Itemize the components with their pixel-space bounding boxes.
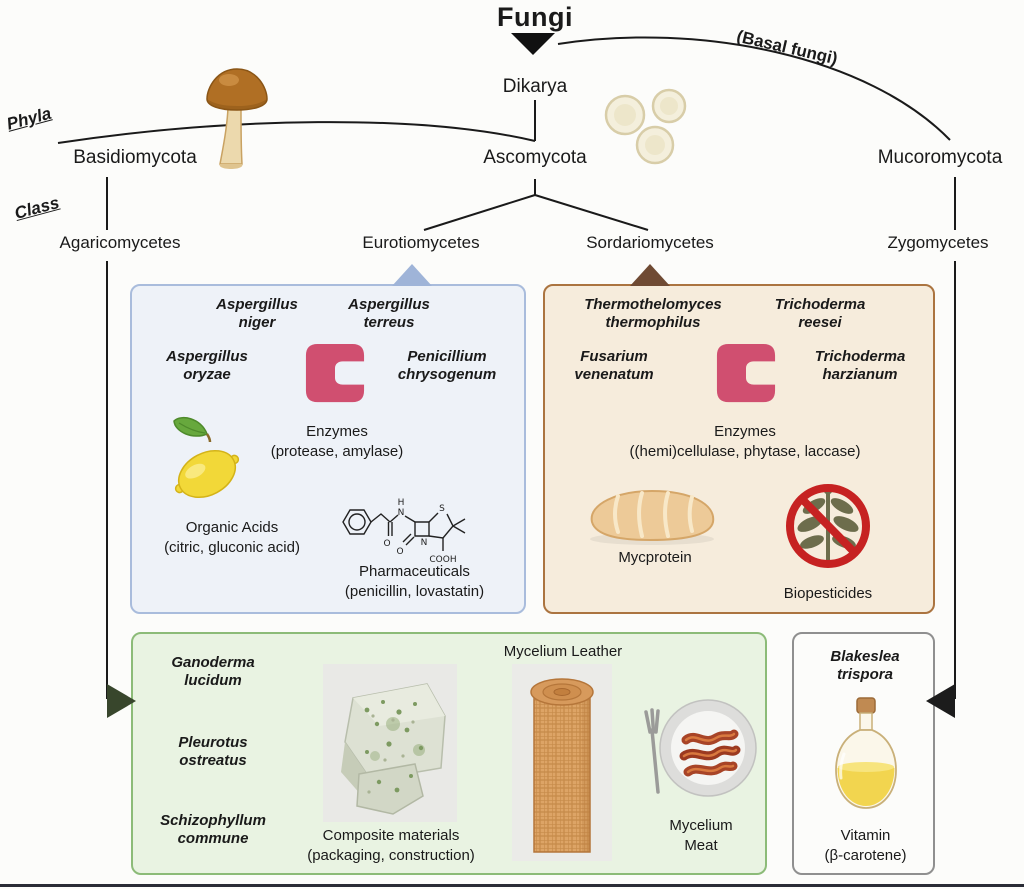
enzymes-caption-label: Enzymes [306,423,368,440]
vitamin-caption: Vitamin (β-carotene) [800,826,931,865]
species-thermothelomyces-thermophilus: Thermothelomyces thermophilus [584,296,722,332]
mycoprotein-caption: Mycprotein [618,549,692,566]
phylum-mucoromycota: Mucoromycota [877,147,1003,168]
mushroom-icon [206,68,268,169]
biopesticides-caption: Biopesticides [783,585,873,602]
species-aspergillus-terreus: Aspergillus terreus [348,296,430,332]
species-pleurotus-ostreatus: Pleurotus ostreatus [178,734,248,770]
composite-caption: Composite materials (packaging, construc… [285,826,497,865]
mycelium-leather-image [512,664,612,861]
no-biopesticide-icon [786,484,870,568]
penicillin-atom-cooh: COOH [429,555,456,565]
composite-label: Composite materials [322,827,460,844]
page-title: Fungi [497,2,573,32]
species-ganoderma-lucidum: Ganoderma lucidum [171,654,255,690]
sordariomycetes-branch-line [534,194,649,231]
species-trichoderma-reesei: Trichoderma reesei [774,296,866,332]
carotene-bottle-icon [835,697,897,809]
organic-acids-caption: Organic Acids (citric, gluconic acid) [132,518,332,557]
enzyme-icon [305,343,365,403]
phylum-ascomycota: Ascomycota [483,147,587,168]
class-sordariomycetes: Sordariomycetes [586,233,714,252]
penicillin-atom-s: S [439,504,445,514]
phylum-basidiomycota: Basidiomycota [73,147,197,168]
root-arrow [511,33,555,55]
eurotiomycetes-box: Aspergillus niger Aspergillus terreus As… [130,284,526,614]
species-penicillium-chrysogenum: Penicillium chrysogenum [397,348,497,384]
basal-fungi-branch-line [557,36,951,141]
class-agaricomycetes: Agaricomycetes [59,233,181,252]
penicillin-atom-o-lactam: O [396,547,403,557]
mycelium-meat-caption: Mycelium Meat [669,817,733,854]
species-trichoderma-harzianum: Trichoderma harzianum [814,348,906,384]
yeast-cells-icon [604,88,687,165]
enzymes-caption: Enzymes ((hemi)cellulase, phytase, lacca… [600,422,890,461]
lemon-icon [173,417,240,499]
penicillin-atom-n-lactam: N [421,538,428,548]
pharmaceuticals-label: Pharmaceuticals [359,563,470,580]
enzymes-caption-detail: (protease, amylase) [270,442,404,460]
mycelium-leather-caption: Mycelium Leather [503,643,623,660]
enzymes-caption-detail: ((hemi)cellulase, phytase, laccase) [629,442,861,460]
penicillin-atom-h: H [398,498,405,508]
composite-detail: (packaging, construction) [307,846,475,864]
enzyme-icon [716,343,776,403]
figure-bottom-rule [0,884,1024,887]
composite-material-image [323,664,457,822]
penicillin-atom-n-amide: N [398,508,405,518]
species-aspergillus-niger: Aspergillus niger [216,296,298,332]
pharmaceuticals-detail: (penicillin, lovastatin) [344,582,485,600]
enzymes-caption: Enzymes (protease, amylase) [227,422,447,461]
basidiomycota-branch-line [57,121,536,144]
class-zygomycetes: Zygomycetes [887,233,989,252]
enzymes-caption-label: Enzymes [714,423,776,440]
penicillin-structure-icon: H N O O S N COOH [342,498,466,565]
subkingdom-label: Dikarya [502,76,568,97]
species-aspergillus-oryzae: Aspergillus oryzae [166,348,248,384]
sordariomycetes-box: Thermothelomyces thermophilus Trichoderm… [543,284,935,614]
eurotiomycetes-branch-line [423,194,536,231]
mycoprotein-loaf-icon [590,489,715,545]
pharmaceuticals-caption: Pharmaceuticals (penicillin, lovastatin) [307,562,522,601]
vitamin-label: Vitamin [840,827,891,844]
class-eurotiomycetes: Eurotiomycetes [362,233,480,252]
penicillin-atom-o-amide: O [383,539,390,549]
agaricomycetes-box: Ganoderma lucidum Pleurotus ostreatus Sc… [131,632,767,875]
zygomycetes-box: Blakeslea trispora Vitamin (β-carotene) [792,632,935,875]
organic-acids-detail: (citric, gluconic acid) [164,538,300,556]
species-blakeslea-trispora: Blakeslea trispora [830,648,900,684]
species-fusarium-venenatum: Fusarium venenatum [574,348,654,384]
vitamin-detail: (β-carotene) [824,846,907,864]
organic-acids-label: Organic Acids [185,519,279,536]
mycelium-meat-image [644,699,757,797]
species-schizophyllum-commune: Schizophyllum commune [160,812,266,848]
